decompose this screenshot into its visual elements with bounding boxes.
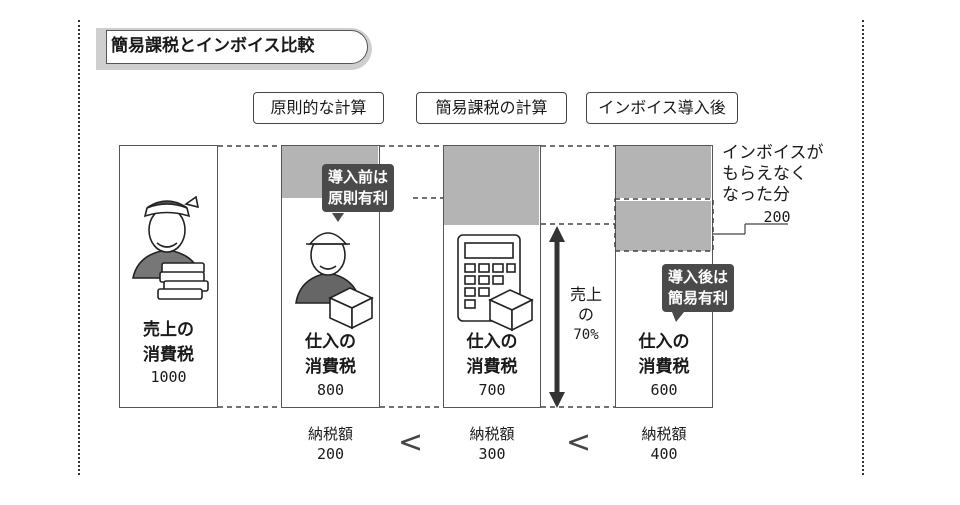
lost-note-line2: もらえなく [722,164,807,184]
callout-after-line1: 導入後は [668,268,729,286]
label-line2: 消費税 [638,357,690,377]
tax-amount-after-invoice: 納税額 400 [615,424,713,464]
less-than-1: < [398,425,424,460]
page-title: 簡易課税とインボイス比較 [106,30,368,64]
ratio-line3: 70% [573,327,599,343]
right-border [862,20,864,475]
ratio-label: 売上 の 70% [566,285,606,345]
sales-tax-label: 売上の 消費税 [119,318,218,368]
tax-amount-principle: 納税額 200 [281,424,380,464]
tax-label: 納税額 [307,425,353,443]
lost-note-line1: インボイスが [722,143,824,163]
principle-value: 800 [316,381,345,399]
ratio-line2: の [577,305,594,324]
simplified-value: 700 [478,381,506,399]
tax-value: 400 [650,445,678,463]
tax-value: 200 [316,445,345,463]
label-line1: 仕入の [305,332,356,352]
calculator-illustration [457,234,534,332]
worker-illustration [295,232,374,330]
tax-label: 納税額 [469,425,515,443]
less-than-2: < [566,425,592,460]
principle-label: 仕入の 消費税 [281,330,380,380]
callout-before-line2: 原則有利 [328,189,389,207]
header-after-invoice: インボイス導入後 [586,92,738,124]
label-line2: 消費税 [305,357,356,377]
label-line1: 売上の [143,320,194,340]
lost-credit-value: 200 [763,208,791,226]
after-invoice-label: 仕入の 消費税 [615,330,713,380]
callout-before-line1: 導入前は [328,168,389,186]
ratio-line1: 売上 [569,285,602,304]
label-line1: 仕入の [638,332,690,352]
tax-area [616,146,711,198]
label-line2: 消費税 [466,357,518,377]
header-principle: 原則的な計算 [253,92,384,124]
sales-tax-value: 1000 [150,368,187,386]
simplified-label: 仕入の 消費税 [443,330,541,380]
callout-after: 導入後は 簡易有利 [662,264,735,312]
lost-credit-area [616,201,711,251]
callout-before: 導入前は 原則有利 [322,164,395,212]
tax-value: 300 [478,445,506,463]
lost-credit-note: インボイスが もらえなく なった分 [722,143,824,206]
header-simplified: 簡易課税の計算 [416,92,567,124]
tax-area [444,146,539,225]
left-border [78,20,80,475]
seller-illustration [132,195,209,300]
tax-amount-simplified: 納税額 300 [443,424,541,464]
label-line1: 仕入の [466,332,518,352]
label-line2: 消費税 [143,345,194,365]
lost-note-line3: なった分 [722,185,790,205]
tax-label: 納税額 [641,425,687,443]
after-invoice-value: 600 [650,381,678,399]
callout-after-line2: 簡易有利 [668,289,729,307]
